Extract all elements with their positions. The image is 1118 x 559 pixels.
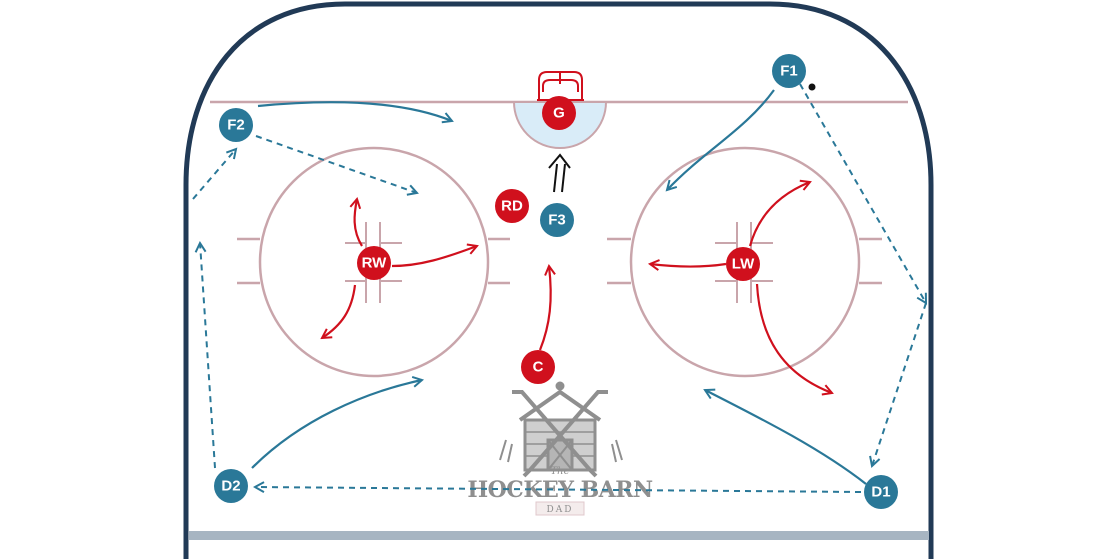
player-f2-label: F2 [227, 117, 245, 134]
logo-line-the: The [550, 466, 569, 477]
player-g-label: G [553, 105, 565, 122]
player-f1[interactable]: F1 [772, 54, 806, 88]
right-faceoff-circle [607, 146, 882, 378]
c-skate-up [538, 266, 551, 351]
player-lw-label: LW [732, 256, 755, 273]
logo-dad-banner [535, 501, 585, 516]
player-f3-label: F3 [548, 212, 566, 229]
shot-arrow [548, 153, 571, 193]
rw-skate-right [391, 246, 477, 268]
boards-pass-to-f2 [192, 149, 236, 200]
player-c-label: C [533, 359, 544, 376]
f2-pass-path [255, 135, 417, 193]
player-d1-label: D1 [871, 484, 890, 501]
d1-pass-to-d2 [255, 487, 862, 493]
logo-line-dad: DAD [547, 505, 574, 515]
player-d2[interactable]: D2 [214, 469, 248, 503]
player-rd[interactable]: RD [495, 189, 529, 223]
corner-pass-to-d1 [872, 302, 927, 466]
player-d2-label: D2 [221, 478, 240, 495]
rw-skate-up [355, 199, 363, 247]
left-faceoff-hashmarks [345, 222, 402, 303]
goal-net-icon [537, 71, 584, 101]
player-f3[interactable]: F3 [540, 203, 574, 237]
d1-skate-path [705, 390, 867, 485]
player-rd-label: RD [501, 198, 523, 215]
player-d1[interactable]: D1 [864, 475, 898, 509]
rw-skate-down [322, 284, 357, 338]
lw-skate-up [748, 182, 810, 247]
f2-skate-path [257, 101, 452, 121]
blue-pass-paths [192, 83, 927, 493]
puck-icon [808, 83, 816, 91]
blue-skate-paths [251, 89, 867, 485]
barn-with-crossed-sticks-icon [499, 381, 623, 478]
f1-skate-path [667, 89, 775, 190]
blue-line [189, 531, 929, 540]
lw-skate-left [650, 264, 727, 267]
lw-skate-down [755, 283, 832, 393]
f1-pass-to-corner [799, 83, 926, 303]
red-skate-paths [322, 182, 832, 393]
d2-pass-to-boards [200, 243, 216, 469]
player-lw[interactable]: LW [726, 247, 760, 281]
player-c[interactable]: C [521, 350, 555, 384]
player-f1-label: F1 [780, 63, 798, 80]
d2-skate-path [251, 380, 422, 469]
player-f2[interactable]: F2 [219, 108, 253, 142]
hockey-barn-dad-logo: The HOCKEY BARN DAD [467, 381, 654, 516]
player-rw-label: RW [362, 255, 388, 272]
left-faceoff-circle [237, 146, 510, 378]
player-rw[interactable]: RW [357, 246, 391, 280]
rink-boards [183, 1, 934, 559]
player-g[interactable]: G [542, 96, 576, 130]
